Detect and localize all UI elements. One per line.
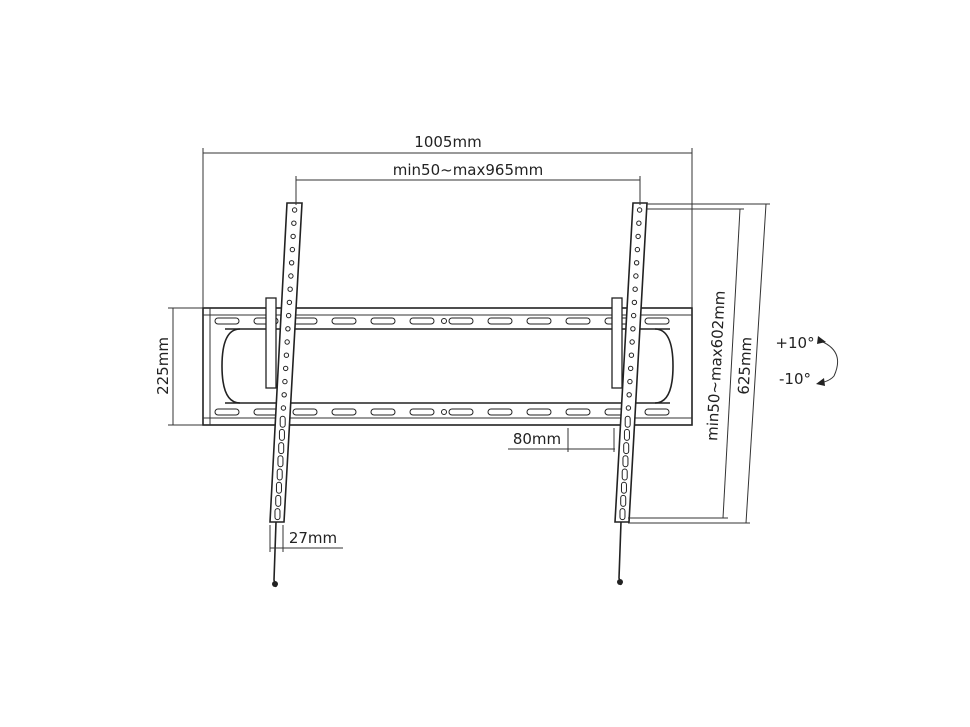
arm-hole — [290, 233, 296, 240]
center-hole — [441, 409, 447, 415]
slot — [644, 317, 670, 325]
arm-hole — [630, 326, 636, 332]
mounting-slots — [214, 317, 670, 416]
arm-hole — [283, 352, 290, 358]
arm-hole — [631, 299, 638, 306]
dimension-arm-length: 625mm — [628, 203, 770, 524]
dimension-horizontal-spacing: min50~max965mm — [295, 161, 641, 205]
arm-hole — [624, 415, 631, 428]
dimension-wall-distance: 27mm — [269, 525, 343, 552]
arm-hole — [289, 246, 296, 253]
arm-hole — [278, 442, 285, 455]
slot — [253, 408, 279, 416]
arm-hole — [632, 286, 638, 292]
arm-hole — [288, 260, 295, 266]
arm-hole — [620, 481, 627, 494]
slot — [409, 317, 435, 325]
slot — [526, 408, 552, 416]
arm-hole — [620, 494, 627, 507]
label-vertical-spacing: min50~max602mm — [703, 290, 729, 441]
arm-hole — [622, 455, 629, 468]
slot — [331, 408, 357, 416]
arm-hole — [627, 365, 634, 372]
slot — [526, 317, 552, 325]
left-arm — [265, 202, 303, 588]
tilt-indicator: +10° -10° — [775, 334, 838, 388]
arm-hole — [636, 220, 642, 226]
center-hole — [441, 318, 447, 324]
arm-hole — [633, 273, 639, 279]
arm-hole — [286, 299, 293, 306]
slot — [487, 317, 513, 325]
dimension-vertical-spacing: min50~max602mm — [628, 208, 744, 519]
label-horizontal-spacing: min50~max965mm — [393, 161, 543, 179]
dimension-plate-height: 225mm — [154, 307, 203, 426]
slot — [565, 408, 591, 416]
slot — [448, 317, 474, 325]
arm-hole — [282, 378, 288, 385]
arm-hole — [635, 233, 641, 240]
arm-hole — [285, 312, 292, 319]
arm-hole — [278, 428, 285, 441]
arm-hole — [623, 442, 630, 455]
label-arm-length: 625mm — [735, 336, 756, 395]
slot — [214, 408, 240, 416]
arm-hole — [282, 365, 289, 372]
arm-hole — [277, 455, 284, 468]
arm-hole — [287, 286, 293, 292]
arm-hole — [633, 260, 640, 266]
wall-plate — [202, 307, 693, 426]
arm-hole — [279, 415, 286, 428]
slot — [331, 317, 357, 325]
slot — [370, 317, 396, 325]
arm-hole — [627, 378, 633, 385]
label-wall-distance: 27mm — [289, 529, 337, 547]
arm-hole — [274, 508, 281, 521]
slot — [409, 408, 435, 416]
slot — [370, 408, 396, 416]
slot — [448, 408, 474, 416]
arm-hole — [628, 352, 635, 358]
slot — [214, 317, 240, 325]
slot — [292, 408, 318, 416]
label-plate-height: 225mm — [154, 337, 172, 395]
dimension-arm-offset: 80mm — [508, 428, 615, 452]
arm-hole — [275, 481, 282, 494]
arm-hole — [276, 468, 283, 481]
slot — [487, 408, 513, 416]
arm-hole — [626, 392, 632, 398]
arm-hole — [281, 392, 287, 398]
arm-hole — [291, 220, 297, 226]
arm-hole — [291, 207, 298, 213]
arm-hole — [288, 273, 294, 279]
arm-hole — [280, 405, 287, 411]
arm-hole — [619, 508, 626, 521]
label-tilt-up: +10° — [775, 334, 814, 352]
slot — [565, 317, 591, 325]
tilt-arrow-icon — [817, 339, 838, 384]
arm-hole — [634, 246, 641, 253]
arm-hole — [623, 428, 630, 441]
slot — [644, 408, 670, 416]
arm-hole — [284, 339, 290, 345]
arm-hole — [625, 405, 632, 411]
arm-hole — [621, 468, 628, 481]
slot — [292, 317, 318, 325]
arm-hole — [275, 494, 282, 507]
label-tilt-down: -10° — [779, 370, 811, 388]
label-arm-offset: 80mm — [513, 430, 561, 448]
label-overall-width: 1005mm — [414, 133, 481, 151]
right-arm — [611, 202, 648, 586]
dimension-overall-width: 1005mm — [202, 133, 693, 308]
arm-hole — [285, 326, 291, 332]
arm-hole — [629, 339, 635, 345]
arm-hole — [636, 207, 643, 213]
arm-hole — [630, 312, 637, 319]
